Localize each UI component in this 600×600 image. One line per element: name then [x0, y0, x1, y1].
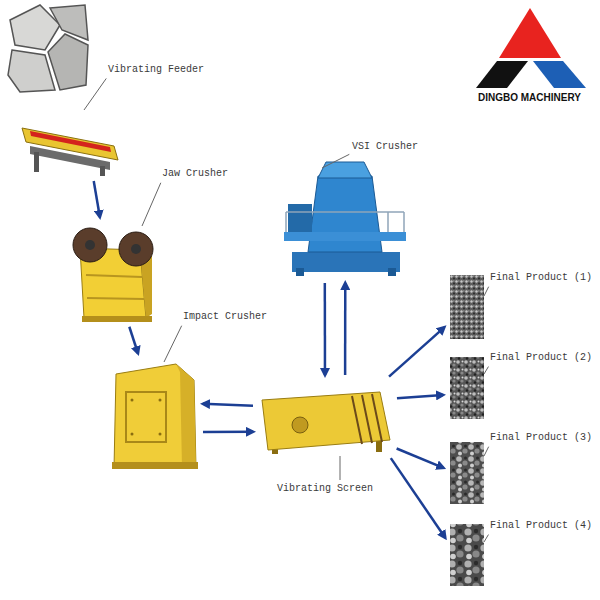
screen-deck	[372, 394, 382, 442]
gravel-coarse	[450, 442, 484, 504]
leader-line	[484, 287, 489, 296]
vsi-leg	[296, 268, 304, 276]
jaw-base	[82, 316, 152, 322]
flywheel-hub	[131, 244, 141, 254]
logo-black	[476, 61, 528, 88]
impact-door	[126, 392, 166, 442]
final-product: Final Product (1)	[448, 273, 486, 341]
bolt	[131, 433, 134, 436]
jaw-rib	[87, 298, 144, 299]
flywheel	[119, 232, 153, 266]
jaw-crusher-picture	[73, 228, 153, 322]
logo-red	[499, 8, 561, 58]
flywheel-hub	[85, 240, 95, 250]
vsi-leg	[388, 268, 396, 276]
flow-arrows	[94, 181, 445, 538]
flow-arrow	[324, 283, 327, 375]
logo-blue	[533, 61, 586, 88]
impact-crusher: Impact Crusher	[108, 358, 198, 472]
final-product: Final Product (4)	[448, 522, 486, 588]
leader-line	[164, 326, 182, 362]
flow-arrow	[391, 458, 445, 538]
leader-line	[484, 447, 489, 456]
leader-line	[142, 183, 161, 226]
flywheel	[73, 228, 107, 262]
stone	[50, 5, 88, 40]
raw-stone-picture	[8, 5, 88, 92]
vibrating-screen: Vibrating Screen	[258, 380, 392, 454]
machine-label: VSI Crusher	[352, 141, 418, 153]
leader-line	[484, 367, 488, 374]
flow-arrow	[397, 449, 444, 468]
stone	[8, 50, 55, 92]
impact-crusher-picture	[112, 364, 198, 469]
gravel-large	[450, 524, 484, 586]
product-pictures	[450, 275, 484, 586]
feeder-leg	[34, 152, 39, 172]
leader-line	[484, 535, 488, 542]
vsi-base	[292, 252, 400, 272]
impact-base	[112, 462, 198, 469]
logo-mark	[476, 8, 586, 88]
machine-label: Final Product (4)	[490, 520, 592, 532]
screen-motor	[292, 417, 308, 433]
feeder-leg	[100, 166, 105, 176]
final-product: Final Product (2)	[448, 355, 486, 421]
vsi-hopper	[318, 162, 372, 178]
bolt	[159, 399, 162, 402]
machine-label: Impact Crusher	[183, 311, 267, 323]
jaw-crusher: Jaw Crusher	[72, 222, 154, 322]
machine-label: Vibrating Feeder	[108, 64, 204, 76]
jaw-rib	[86, 275, 142, 277]
flow-arrow	[203, 431, 253, 434]
gravel-fine	[450, 275, 484, 339]
bolt	[131, 399, 134, 402]
machine-label: Final Product (1)	[490, 272, 592, 284]
vsi-crusher-picture	[284, 162, 406, 276]
label-holder: DINGBO MACHINERY	[478, 92, 581, 104]
bolt	[159, 433, 162, 436]
gravel-medium	[450, 357, 484, 419]
final-product: Final Product (3)	[448, 440, 486, 506]
screen-box	[262, 392, 390, 450]
feeder-liner	[30, 131, 111, 152]
impact-body	[114, 364, 196, 468]
leader-line	[340, 456, 341, 480]
screen-deck	[362, 395, 372, 443]
leader-line	[84, 78, 106, 110]
machine-label: Final Product (3)	[490, 432, 592, 444]
feeder-picture	[22, 128, 118, 176]
railing	[285, 212, 287, 232]
machine-label: Vibrating Screen	[277, 483, 373, 495]
flow-arrow	[94, 181, 100, 217]
railing	[387, 212, 389, 232]
impact-side	[176, 364, 196, 468]
flow-arrow	[389, 327, 444, 376]
vibrating-feeder: Vibrating Feeder	[18, 118, 122, 176]
flow-arrow	[344, 283, 347, 375]
vsi-crusher: VSI Crusher	[280, 160, 408, 278]
railing	[286, 211, 404, 213]
feeder-trough	[22, 128, 118, 160]
railing	[403, 212, 405, 232]
screen-deck	[352, 396, 362, 444]
flow-arrow	[397, 395, 443, 398]
leader-line	[322, 154, 349, 168]
machine-label: Jaw Crusher	[162, 168, 228, 180]
flow-arrow	[203, 404, 253, 406]
vsi-motor	[288, 204, 312, 234]
vsi-platform	[284, 232, 406, 241]
leader-lines	[84, 78, 489, 542]
machine-label: Final Product (2)	[490, 352, 592, 364]
stone	[48, 34, 88, 90]
brand-name: DINGBO MACHINERY	[478, 92, 581, 104]
screen-picture	[262, 392, 390, 454]
flow-arrow	[129, 327, 138, 353]
